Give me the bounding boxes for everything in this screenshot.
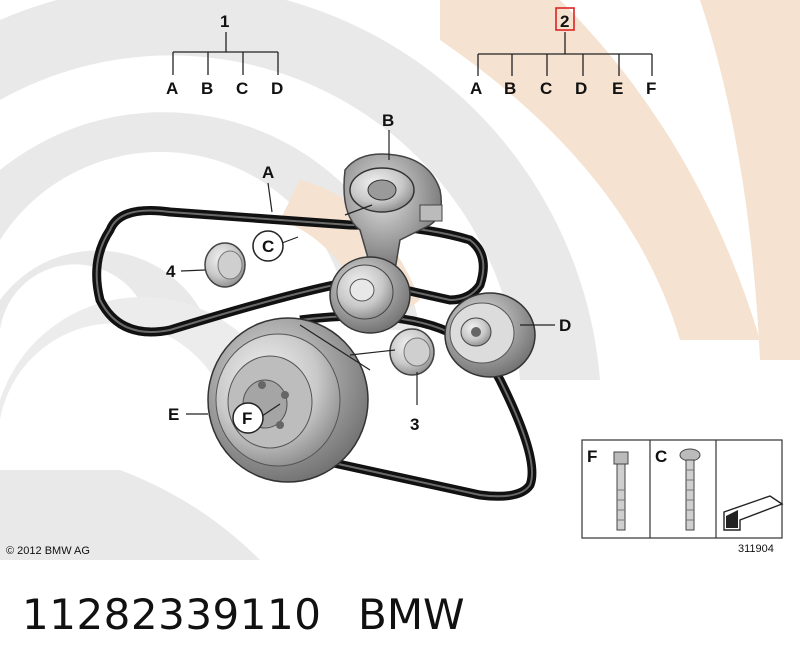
brand-name: BMW (358, 590, 465, 639)
inset-label-f: F (587, 447, 597, 466)
callout-3: 3 (410, 415, 419, 434)
callout-e: E (168, 405, 179, 424)
inset-label-c: C (655, 447, 667, 466)
bolt-c-icon (679, 448, 701, 531)
callout-4: 4 (166, 262, 176, 281)
belt-tensioner (343, 153, 443, 271)
callout-f-circle (232, 402, 264, 434)
callout-d: D (559, 316, 571, 335)
group-1-letter-d: D (271, 79, 283, 98)
group-2-letter-a: A (470, 79, 482, 98)
copyright: © 2012 BMW AG (6, 545, 90, 557)
parts-diagram: 1 A B C D 2 A B C D E F (0, 0, 800, 560)
bolts-inset: F C (581, 439, 784, 539)
group-2-letter-d: D (575, 79, 587, 98)
leader-lines (180, 130, 555, 417)
group-1-letter-a: A (166, 79, 178, 98)
callout-c: C (262, 237, 274, 256)
callout-a: A (262, 163, 274, 182)
group-1-bracket: 1 A B C D (166, 12, 283, 98)
bolt-f-icon (613, 451, 629, 531)
idler-pulley (329, 256, 411, 334)
part-number: 11282339110 (22, 590, 322, 639)
vibration-damper (207, 317, 369, 483)
pulley-d (444, 292, 536, 378)
callout-c-circle (252, 230, 284, 262)
group-2-letter-e: E (612, 79, 623, 98)
group-1-letter-b: B (201, 79, 213, 98)
group-1-letter-c: C (236, 79, 248, 98)
replacement-arrow-icon (723, 495, 784, 531)
group-2-letter-b: B (504, 79, 516, 98)
group-1-number: 1 (220, 12, 229, 31)
group-2-letter-c: C (540, 79, 552, 98)
group-2-letter-f: F (646, 79, 656, 98)
group-2-number: 2 (560, 12, 569, 31)
figure-id: 311904 (738, 543, 774, 555)
callout-b: B (382, 111, 394, 130)
group-2-bracket: 2 A B C D E F (470, 7, 656, 98)
drive-belt-lower (299, 311, 537, 501)
group-2-highlight-box (555, 7, 575, 31)
pulley-cap-3 (389, 328, 435, 376)
background-arcs (0, 0, 800, 560)
callout-f: F (242, 409, 252, 428)
pulley-cap-4 (204, 242, 246, 288)
